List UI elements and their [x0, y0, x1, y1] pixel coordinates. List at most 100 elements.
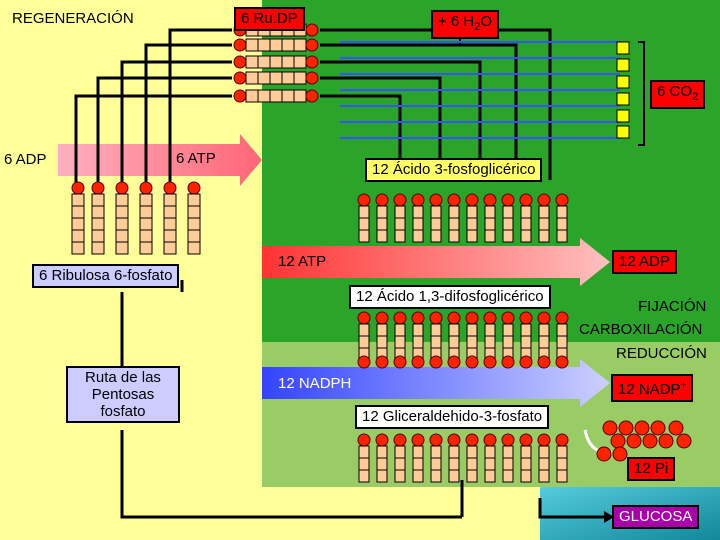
ribulose-carbon — [163, 229, 177, 243]
ribulose-phosphate — [71, 181, 85, 195]
ribulose-phosphate — [115, 181, 129, 195]
bpga-carbon — [448, 323, 460, 337]
carboxylation-flow-line — [320, 94, 402, 180]
g3p-carbon — [376, 445, 388, 459]
water-text: + 6 H — [438, 13, 475, 30]
rudp-carbon — [257, 38, 271, 52]
bpga-carbon — [538, 335, 550, 349]
pga-phosphate — [357, 193, 371, 207]
pga-phosphate — [375, 193, 389, 207]
g3p-carbon — [484, 445, 496, 459]
regeneration-flow-line — [120, 60, 232, 185]
rudp-phosphate-left — [233, 55, 247, 69]
bpga-carbon — [556, 323, 568, 337]
g3p-carbon — [466, 457, 478, 471]
g3p-carbon — [448, 445, 460, 459]
g3p-carbon — [556, 445, 568, 459]
glucose-arrow-line — [538, 498, 604, 519]
g3p-phosphate — [483, 433, 497, 447]
ribulose-carbon — [71, 229, 85, 243]
nadp-text: 12 NADP — [618, 381, 681, 398]
pi-label: 12 Pi — [627, 457, 676, 481]
rudp-phosphate-right — [305, 89, 319, 103]
bpga-carbon — [466, 335, 478, 349]
pga-carbon — [448, 229, 460, 243]
g3p-carbon — [502, 445, 514, 459]
g3p-phosphate — [393, 433, 407, 447]
bpga-carbon — [502, 335, 514, 349]
glucose-label: GLUCOSA — [612, 505, 700, 529]
rudp-carbon — [269, 89, 283, 103]
rudp-carbon — [245, 55, 259, 69]
carboxylation-flow-line — [320, 28, 552, 180]
bpga-phosphate-top — [393, 311, 407, 325]
released-phosphate — [658, 433, 674, 449]
bpga-carbon — [538, 323, 550, 337]
ribulose-carbon — [163, 193, 177, 207]
rudp-carbon — [281, 55, 295, 69]
g3p-carbon — [358, 457, 370, 471]
rudp-carbon — [293, 38, 307, 52]
pga-carbon — [376, 229, 388, 243]
pga-phosphate — [555, 193, 569, 207]
g3p-phosphate — [465, 433, 479, 447]
rudp-carbon — [245, 71, 259, 85]
pga-phosphate — [393, 193, 407, 207]
bpga-phosphate-top — [447, 311, 461, 325]
released-phosphate — [668, 420, 684, 436]
pga-phosphate — [537, 193, 551, 207]
g3p-carbon — [520, 457, 532, 471]
pga-carbon — [484, 229, 496, 243]
g3p-carbon — [556, 457, 568, 471]
g3p-carbon — [556, 469, 568, 483]
released-phosphate — [676, 433, 692, 449]
bpga-phosphate-bottom — [411, 355, 425, 369]
regeneration-flow-line — [96, 76, 232, 185]
water-subscript: 2 — [474, 21, 481, 33]
rudp-phosphate-right — [305, 71, 319, 85]
ribulose-carbon — [163, 241, 177, 255]
atp12-label: 12 ATP — [278, 253, 327, 270]
co2-molecule — [616, 58, 630, 72]
g3p-carbon — [430, 445, 442, 459]
bpga-phosphate-bottom — [519, 355, 533, 369]
pga-carbon — [538, 229, 550, 243]
ribulose-carbon — [91, 229, 105, 243]
rudp-phosphate-left — [233, 89, 247, 103]
g3p-carbon — [394, 457, 406, 471]
ribulose-phosphate — [91, 181, 105, 195]
ribulose-carbon — [139, 193, 153, 207]
ribulose-carbon — [187, 217, 201, 231]
bpga-carbon — [394, 335, 406, 349]
ribulose-carbon — [91, 193, 105, 207]
co2-subscript: 2 — [692, 91, 699, 103]
rudp-carbon — [281, 71, 295, 85]
ribulose-carbon — [139, 241, 153, 255]
ribulose-carbon — [115, 217, 129, 231]
pga-carbon — [412, 205, 424, 219]
ribulose-carbon — [163, 205, 177, 219]
regeneration-label: REGENERACIÓN — [12, 10, 134, 27]
g3p-phosphate — [411, 433, 425, 447]
co2-molecule — [616, 92, 630, 106]
pga-carbon — [376, 205, 388, 219]
rudp-phosphate-left — [233, 38, 247, 52]
ribulose-phosphate — [187, 181, 201, 195]
co2-molecule — [616, 125, 630, 139]
g3p-carbon — [376, 469, 388, 483]
g3p-carbon — [466, 469, 478, 483]
pga-carbon — [502, 229, 514, 243]
ribulose-carbon — [91, 217, 105, 231]
bpga-phosphate-top — [375, 311, 389, 325]
pga-carbon — [556, 229, 568, 243]
bpga-phosphate-bottom — [501, 355, 515, 369]
pga-carbon — [466, 229, 478, 243]
pga-carbon — [394, 229, 406, 243]
rudp-carbon — [269, 55, 283, 69]
rudp-label: 6 Ru.DP — [234, 7, 305, 31]
bpga-carbon — [448, 335, 460, 349]
rudp-carbon — [281, 38, 295, 52]
ribulose-phosphate — [139, 181, 153, 195]
ribulose-phosphate — [163, 181, 177, 195]
